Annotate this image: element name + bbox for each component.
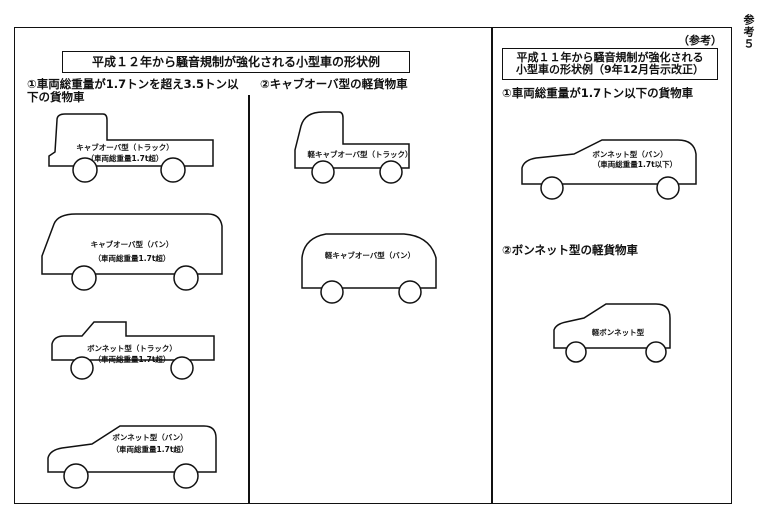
bonnet-van-drawing (47, 425, 217, 489)
reference-frame (491, 27, 732, 504)
column-divider (248, 95, 250, 504)
main-frame (14, 27, 493, 504)
kei-cab-van-name: 軽キャブオーバ型（バン） (324, 251, 416, 260)
column2-heading: ②キャブオーバ型の軽貨物車 (260, 77, 408, 91)
cab-van-spec: （車両総重量1.7t超） (93, 254, 171, 263)
reference-title: 平成１１年から騒音規制が強化される 小型車の形状例（9年12月告示改正） (502, 48, 718, 80)
cab-truck-name: キャブオーバ型（トラック） (76, 143, 174, 152)
appendix-label: 参考５ (742, 14, 755, 50)
cab-van-name: キャブオーバ型（バン） (90, 240, 174, 249)
bonnet-van-light-spec: （車両総重量1.7t以下） (592, 160, 678, 169)
reference-title-line2: 小型車の形状例（9年12月告示改正） (516, 63, 704, 76)
reference-title-line1: 平成１１年から騒音規制が強化される (516, 51, 704, 64)
column1-heading: ①車両総重量が1.7トンを超え3.5トン以下の貨物車 (27, 77, 239, 104)
main-title: 平成１２年から騒音規制が強化される小型車の形状例 (62, 51, 410, 73)
bonnet-truck-drawing (51, 321, 215, 380)
bonnet-truck-spec: （車両総重量1.7t超） (93, 355, 171, 364)
bonnet-van-name: ボンネット型（バン） (112, 433, 188, 442)
bonnet-van-light-name: ボンネット型（バン） (592, 150, 668, 159)
cab-truck-drawing (48, 113, 214, 183)
reference-heading2: ②ボンネット型の軽貨物車 (502, 243, 639, 257)
kei-cab-truck-name: 軽キャブオーバ型（トラック） (307, 150, 413, 159)
kei-cab-van-drawing (301, 233, 437, 304)
cab-van-drawing (41, 213, 223, 291)
bonnet-van-light-drawing (521, 139, 697, 200)
cab-truck-spec: （車両総重量1.7t超） (86, 154, 164, 163)
bonnet-van-spec: （車両総重量1.7t超） (111, 445, 189, 454)
reference-tag: （参考） (678, 34, 722, 47)
reference-heading1: ①車両総重量が1.7トン以下の貨物車 (502, 86, 694, 100)
bonnet-truck-name: ボンネット型（トラック） (87, 344, 177, 353)
kei-cab-truck-drawing (294, 111, 410, 184)
kei-bonnet-drawing (553, 303, 671, 363)
kei-bonnet-name: 軽ボンネット型 (591, 328, 645, 337)
